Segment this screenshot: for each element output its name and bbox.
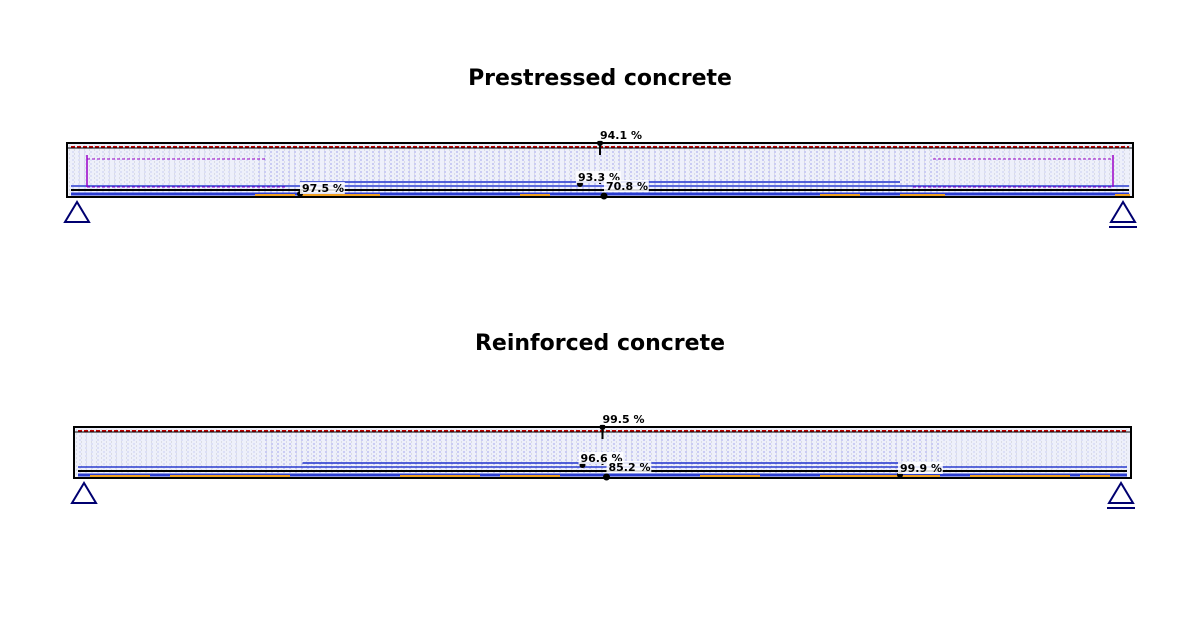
support-right	[1109, 200, 1137, 228]
label-top: 94.1 %	[600, 129, 642, 142]
label-bottom-center-bg	[606, 461, 652, 473]
support-right	[1107, 481, 1135, 509]
label-bottom-left: 97.5 %	[302, 182, 344, 195]
label-bottom-center-bg	[604, 180, 649, 192]
panel-title-reinforced: Reinforced concrete	[474, 331, 726, 356]
marker-bottom	[603, 473, 610, 481]
label-bottom-right-bg	[898, 462, 943, 474]
support-left	[63, 200, 91, 223]
label-top-bg	[600, 413, 646, 425]
support-left-triangle	[70, 481, 98, 504]
label-top: 99.5 %	[603, 413, 645, 426]
reinforced-beam: 99.5 %96.6 %85.2 %99.9 %	[70, 413, 1135, 509]
support-right-triangle	[1109, 200, 1137, 223]
support-left	[70, 481, 98, 504]
marker-top	[599, 424, 606, 430]
label-bottom-left-bg	[300, 182, 345, 194]
label-bottom-center: 70.8 %	[606, 180, 648, 193]
label-bottom-right: 99.9 %	[900, 462, 942, 475]
stirrups	[79, 431, 1125, 474]
label-bottom-center: 85.2 %	[609, 461, 651, 474]
panel-title-prestressed: Prestressed concrete	[468, 66, 732, 91]
tendons	[86, 155, 1114, 188]
prestressed-beam: 94.1 %93.3 %70.8 %97.5 %	[63, 129, 1137, 228]
support-left-triangle	[63, 200, 91, 223]
marker-top	[597, 140, 603, 146]
marker-bottom	[600, 192, 608, 200]
label-top-bg	[598, 129, 643, 141]
support-right-triangle	[1107, 481, 1135, 504]
